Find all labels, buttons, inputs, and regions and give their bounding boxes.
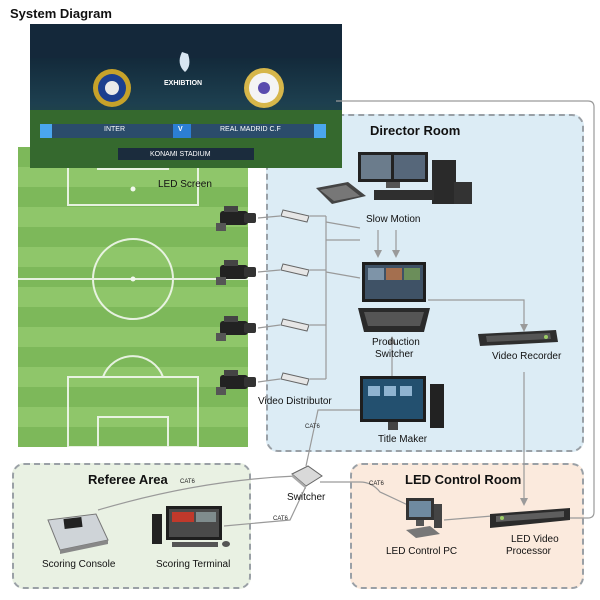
slow-motion-label: Slow Motion <box>366 214 421 225</box>
scoring-console-label: Scoring Console <box>42 559 116 570</box>
cable-label-title-maker: CAT6 <box>305 424 320 430</box>
screen-badge-text: EXHIBTION <box>164 80 203 87</box>
referee-area-title: Referee Area <box>88 472 168 487</box>
network-switcher-label: Switcher <box>287 492 326 503</box>
led-control-pc-label: LED Control PC <box>386 546 458 557</box>
camera-2 <box>216 260 256 285</box>
network-switcher-icon <box>291 465 323 489</box>
video-recorder-icon <box>478 330 558 346</box>
led-control-pc-icon <box>406 498 442 538</box>
screen-stadium: KONAMI STADIUM <box>150 151 211 158</box>
video-distributor-label: Video Distributor <box>258 396 332 407</box>
scoring-console-icon <box>47 513 109 554</box>
led-screen-label: LED Screen <box>158 179 212 190</box>
camera-3 <box>216 316 256 341</box>
title-maker-label: Title Maker <box>378 434 428 445</box>
scoring-terminal-icon <box>152 506 230 547</box>
production-switcher-icon <box>358 262 430 332</box>
led-screen <box>30 24 342 168</box>
led-control-room-zone <box>350 463 584 589</box>
title-maker-icon <box>360 376 444 430</box>
screen-team-left: INTER <box>104 126 125 133</box>
diagram-title: System Diagram <box>10 6 112 21</box>
led-video-processor-label-line1: LED Video <box>511 534 559 545</box>
video-distributor-3 <box>280 318 310 332</box>
camera-4 <box>216 370 256 395</box>
slow-motion-icon <box>316 152 472 204</box>
scoring-terminal-label: Scoring Terminal <box>156 559 231 570</box>
led-video-processor-icon <box>490 508 570 528</box>
video-recorder-label: Video Recorder <box>492 351 562 362</box>
screen-vs: V <box>178 126 183 133</box>
director-room-title: Director Room <box>370 123 461 138</box>
cable-label-led-control-pc: CAT6 <box>369 481 384 487</box>
production-switcher-label-line2: Switcher <box>375 349 414 360</box>
led-video-processor-label-line2: Processor <box>506 546 552 557</box>
production-switcher-label-line1: Production <box>372 337 420 348</box>
camera-1 <box>216 206 256 231</box>
video-distributor-1 <box>280 209 310 223</box>
cable-label-scoring-terminal: CAT6 <box>273 516 288 522</box>
cable-label-scoring-console: CAT6 <box>180 479 195 485</box>
video-distributor-2 <box>280 263 310 277</box>
led-control-room-title: LED Control Room <box>405 472 522 487</box>
screen-team-right: REAL MADRID C.F <box>220 126 281 133</box>
video-distributor-4 <box>280 372 310 386</box>
